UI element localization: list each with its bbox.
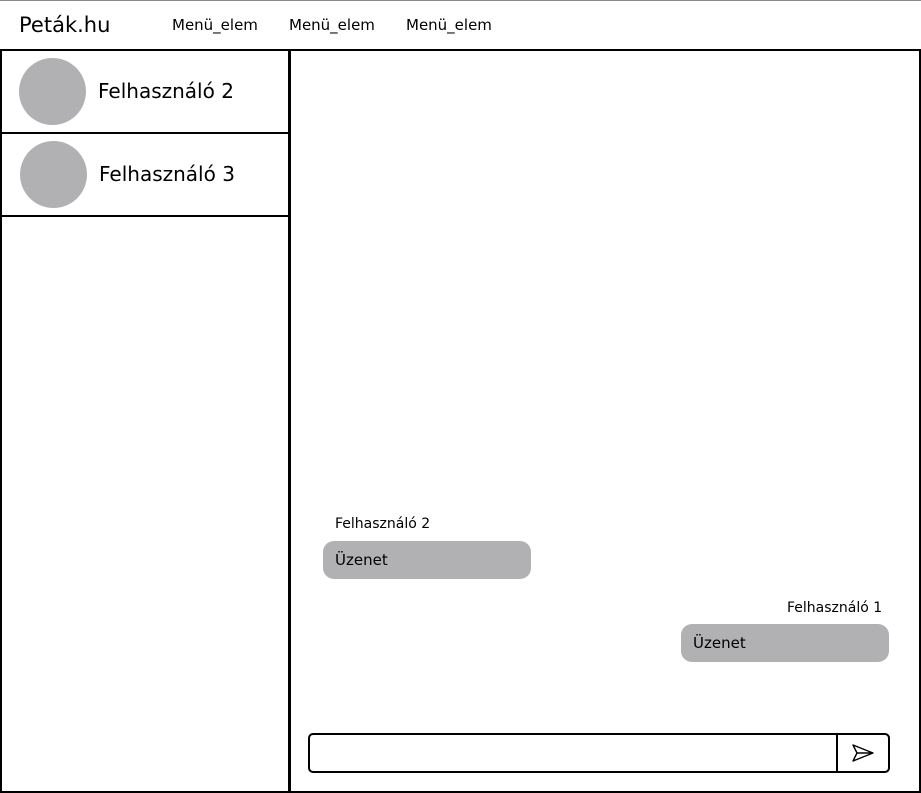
chat-panel: Felhasználó 2 Üzenet Felhasználó 1 Üzene… [288,49,921,793]
top-navigation-bar: Peták.hu Menü_elem Menü_elem Menü_elem [0,0,921,50]
menu-item-1[interactable]: Menü_elem [172,16,258,34]
avatar [19,58,86,125]
menu-item-2[interactable]: Menü_elem [289,16,375,34]
send-icon [852,744,874,762]
menu-item-3[interactable]: Menü_elem [406,16,492,34]
contact-name: Felhasználó 3 [99,162,235,186]
message-sender: Felhasználó 2 [335,516,431,532]
message-sender: Felhasználó 1 [787,600,883,616]
contact-item-felhasznalo-2[interactable]: Felhasználó 2 [2,51,288,134]
contact-name: Felhasználó 2 [98,79,234,103]
message-composer [308,733,890,773]
contact-item-felhasznalo-3[interactable]: Felhasználó 3 [2,134,288,217]
message-bubble: Üzenet [323,541,531,579]
brand-logo[interactable]: Peták.hu [19,13,111,37]
message-bubble: Üzenet [681,624,889,662]
contacts-sidebar: Felhasználó 2 Felhasználó 3 [0,49,290,793]
avatar [20,141,87,208]
send-button[interactable] [836,735,888,771]
message-input[interactable] [310,735,836,771]
